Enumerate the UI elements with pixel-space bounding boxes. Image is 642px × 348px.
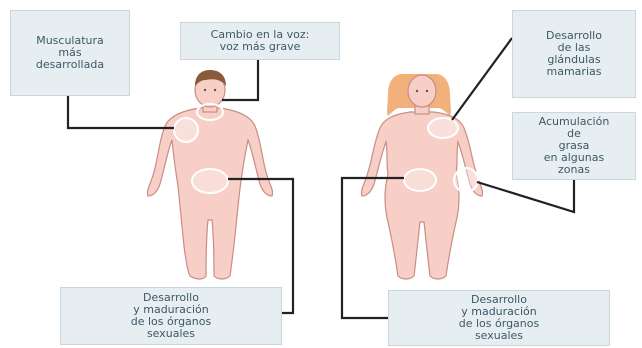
connector-muscles xyxy=(68,96,174,128)
female-eye-left xyxy=(416,90,418,92)
male-chest-highlight xyxy=(174,118,198,142)
female-hip-highlight xyxy=(454,168,478,192)
label-muscles: Musculatura más desarrollada xyxy=(10,10,130,96)
female-head xyxy=(408,75,436,107)
label-breasts: Desarrollo de las glándulas mamarias xyxy=(512,10,636,98)
male-eye-left xyxy=(204,89,206,91)
female-eye-right xyxy=(426,90,428,92)
female-breast-highlight xyxy=(428,118,458,138)
label-fat: Acumulación de grasa en algunas zonas xyxy=(512,112,636,180)
label-voice: Cambio en la voz: voz más grave xyxy=(180,22,340,60)
male-eye-right xyxy=(214,89,216,91)
female-body xyxy=(361,112,482,279)
male-pelvis-highlight xyxy=(192,169,228,193)
connector-breasts xyxy=(452,38,512,120)
female-pelvis-highlight xyxy=(404,169,436,191)
connector-lines xyxy=(68,38,574,318)
label-male-organs: Desarrollo y maduración de los órganos s… xyxy=(60,287,282,345)
connector-voice xyxy=(222,60,258,100)
connector-fat xyxy=(477,180,574,212)
label-female-organs: Desarrollo y maduración de los órganos s… xyxy=(388,290,610,346)
